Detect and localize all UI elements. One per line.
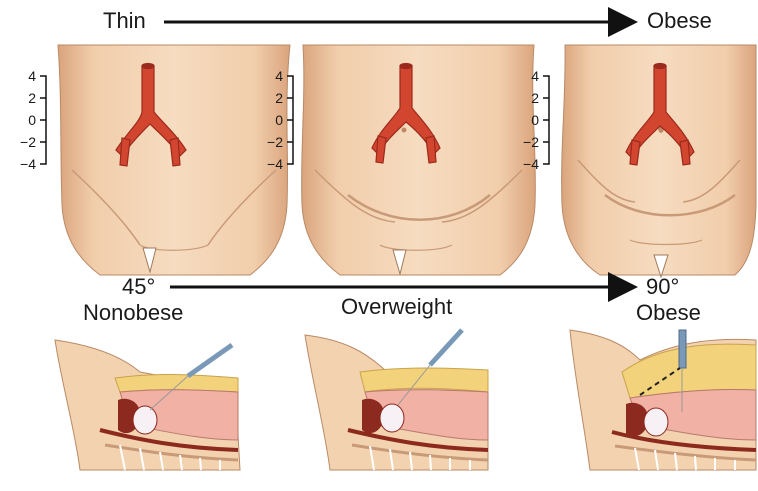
sagittal-overweight bbox=[305, 330, 488, 470]
tick-label: 2 bbox=[513, 91, 539, 105]
sagittal-nonobese bbox=[55, 340, 240, 470]
tick-label: 4 bbox=[513, 69, 539, 83]
angle-90-label: 90° bbox=[646, 276, 679, 298]
tick-label: −2 bbox=[10, 135, 36, 149]
needle-nonobese bbox=[188, 345, 232, 376]
tick-label: 4 bbox=[257, 69, 283, 83]
tick-label: −2 bbox=[513, 135, 539, 149]
angle-45-label: 45° bbox=[122, 276, 155, 298]
tick-label: −2 bbox=[257, 135, 283, 149]
nonobese-label: Nonobese bbox=[83, 302, 183, 324]
obese-bottom-label: Obese bbox=[636, 302, 701, 324]
tick-label: 2 bbox=[257, 91, 283, 105]
tick-label: 0 bbox=[257, 113, 283, 127]
torso-overweight bbox=[302, 45, 536, 275]
obese-top-label: Obese bbox=[647, 10, 712, 32]
needle-overweight bbox=[430, 330, 462, 365]
torso-obese bbox=[562, 45, 756, 277]
tick-label: −4 bbox=[10, 157, 36, 171]
tick-label: 0 bbox=[513, 113, 539, 127]
tick-label: −4 bbox=[257, 157, 283, 171]
thin-label: Thin bbox=[103, 10, 146, 32]
tick-label: 2 bbox=[10, 91, 36, 105]
overweight-label: Overweight bbox=[341, 296, 452, 318]
torso-thin bbox=[58, 45, 290, 275]
needle-obese bbox=[679, 330, 686, 368]
sagittal-obese bbox=[570, 330, 756, 470]
tick-label: 4 bbox=[10, 69, 36, 83]
tick-label: −4 bbox=[513, 157, 539, 171]
tick-label: 0 bbox=[10, 113, 36, 127]
